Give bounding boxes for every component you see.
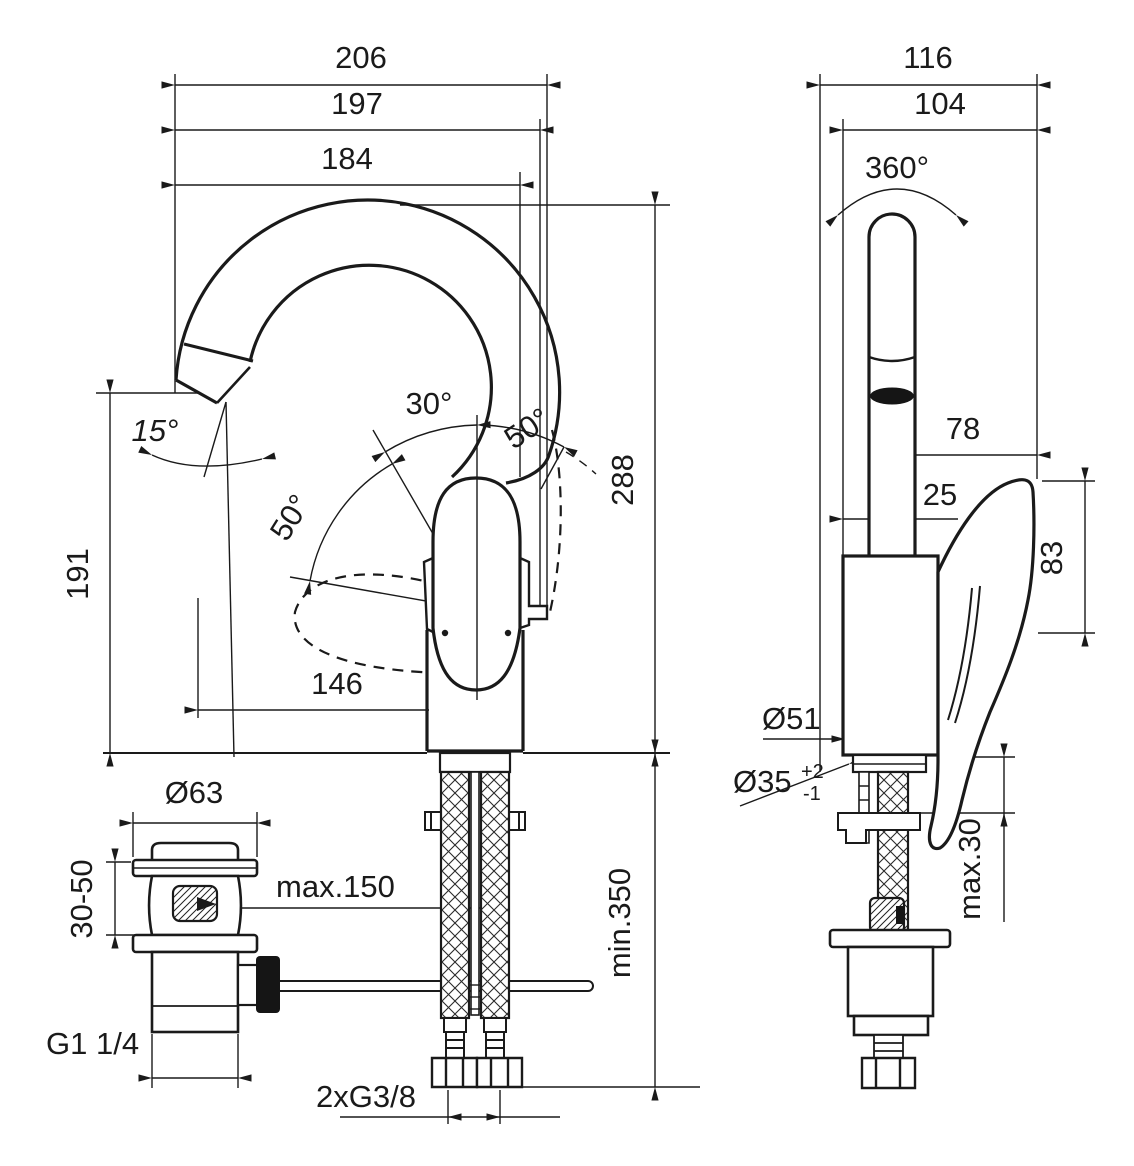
dim-base-diameter: Ø51 (762, 701, 821, 736)
dim-swivel-range: 360° (865, 150, 929, 185)
side-view (739, 74, 1095, 1090)
braided-hose-left (439, 770, 471, 1020)
hose-crimp-right (483, 1017, 507, 1033)
dim-hole-tol-minus: -1 (803, 783, 821, 805)
dim-hose-leader: max.150 (276, 869, 395, 904)
hose-connector-left (445, 1031, 465, 1059)
body-block (841, 554, 940, 757)
spout-outlet-ellipse (870, 387, 914, 405)
rod-joint-screw (896, 906, 905, 924)
supply-hoses-front (424, 751, 526, 1089)
dim-handle-open-angle: 30° (406, 386, 453, 421)
dim-side-spout-reach: 78 (946, 411, 980, 446)
dim-max-deck-thickness: max.30 (952, 818, 987, 920)
waste-front (131, 841, 280, 1034)
dim-min-clearance: min.350 (602, 868, 637, 978)
waste-stem-side (873, 1034, 904, 1059)
dim-hose-thread: 2xG3/8 (316, 1079, 416, 1114)
hose-fitting-block (438, 751, 512, 774)
clamp-wing-right (509, 811, 526, 831)
arc-50deg-left (304, 454, 406, 595)
dim-width-overall: 206 (335, 40, 387, 75)
dome-dot-left (441, 629, 449, 637)
dim-waste-outlet-thread: G1 1/4 (46, 1026, 139, 1061)
waste-flange-bottom (131, 933, 259, 954)
outlet-axis-line (225, 401, 235, 758)
dim-hole-tol-plus: +2 (801, 761, 824, 783)
waste-step-side (852, 1014, 930, 1037)
side-dimension-lines (739, 81, 1089, 922)
dim-height-above-deck: 288 (605, 454, 640, 506)
body-front (422, 476, 549, 753)
dim-hole-diameter: Ø35 (733, 764, 792, 799)
swivel-arc (825, 188, 969, 227)
spout-side (867, 212, 917, 556)
dome-dot-right (504, 629, 512, 637)
spout-joint-line-side (868, 355, 916, 363)
hose-connector-right (485, 1031, 505, 1059)
spout-outer-arc (174, 198, 562, 485)
spout-tip-face (175, 378, 218, 405)
rod-port (236, 963, 260, 1007)
dim-spout-height: 191 (60, 548, 95, 600)
dim-spout-reach: 146 (311, 666, 363, 701)
lever-dashed-positions (293, 429, 562, 675)
hose-crimp-left (443, 1017, 467, 1033)
waste-nut-side (860, 1056, 917, 1090)
dim-depth-overall: 116 (903, 40, 952, 75)
lever-handle-side (927, 478, 1036, 851)
spout-front (174, 198, 562, 485)
lever-wing-left (422, 556, 434, 634)
waste-tailpiece (150, 950, 240, 1034)
arc-50deg-right (480, 424, 578, 457)
body-column (425, 630, 525, 753)
spout-tip-inner-edge (216, 366, 251, 404)
clamp-wing-left (424, 811, 441, 831)
arc-50deg-right-dashed (565, 451, 597, 475)
waste-cap (150, 841, 240, 861)
threaded-stud (470, 771, 480, 1016)
arc-30deg (371, 421, 491, 463)
waste-body-side (846, 945, 935, 1018)
dim-waste-cap-diameter: Ø63 (165, 775, 224, 810)
lever-tip-right (519, 556, 549, 630)
dim-centre-offset: 25 (923, 477, 957, 512)
spout-inner-arc (248, 263, 493, 479)
dim-width-body: 184 (321, 141, 373, 176)
popup-rod (278, 980, 594, 992)
overflow-arrow (197, 897, 216, 911)
g38-nut-left (430, 1056, 479, 1089)
front-view (96, 74, 700, 1124)
arc-15deg (138, 446, 276, 467)
mounting-clamp-side (837, 812, 921, 844)
waste-side (828, 896, 952, 1090)
outlet-tilt-line (203, 401, 227, 478)
lever-swung-left-dashed (293, 573, 443, 675)
rod-knurl (256, 956, 280, 1013)
dim-depth-spout: 104 (914, 86, 966, 121)
lever-swung-right-dashed (548, 429, 562, 613)
overflow-hole (171, 884, 219, 923)
handle-detail-lines (947, 585, 981, 724)
dim-deck-thickness-range: 30-50 (64, 859, 99, 938)
dim-handle-height: 83 (1034, 541, 1069, 575)
spout-pipe (867, 212, 917, 556)
g38-nut-right (475, 1056, 524, 1089)
body-side (841, 478, 1036, 851)
tick-50deg-right (540, 446, 565, 490)
spout-joint-line (183, 342, 254, 363)
dim-width-spout-pivot: 197 (331, 86, 383, 121)
dim-outlet-angle: 15° (132, 413, 179, 448)
waste-flange-side (828, 928, 952, 949)
braided-hose-right (479, 770, 511, 1020)
